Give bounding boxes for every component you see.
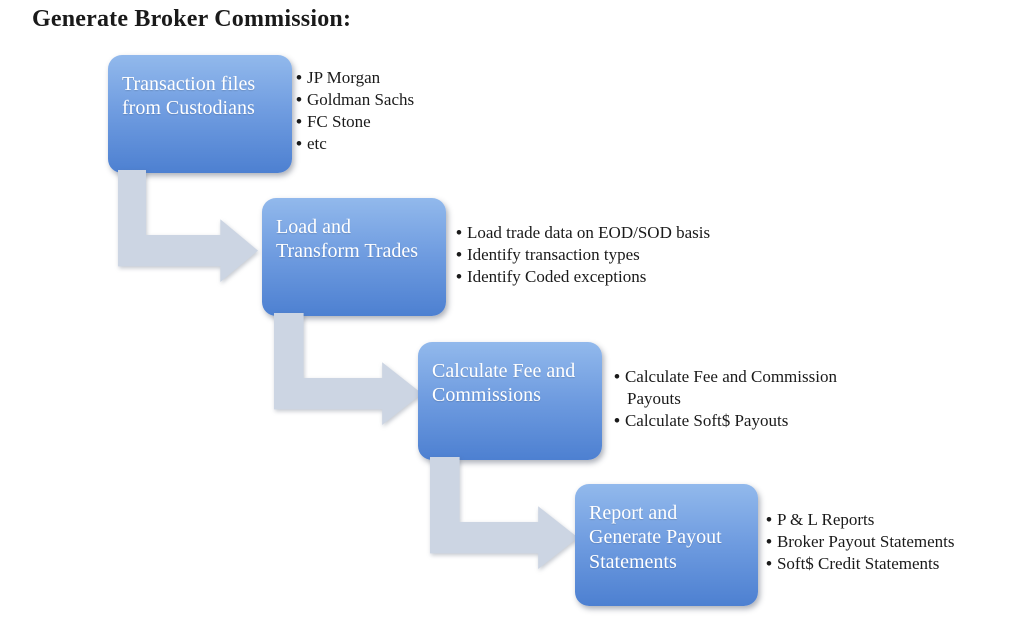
bullet-item: P & L Reports	[766, 509, 1011, 531]
arrow-step3-to-step4-icon	[430, 457, 578, 569]
bullet-item: Calculate Soft$ Payouts	[614, 410, 870, 432]
step-bullets-transaction-files: JP Morgan Goldman Sachs FC Stone etc	[296, 67, 526, 155]
step-box-calculate-fee-commissions: Calculate Fee and Commissions	[418, 342, 602, 460]
step-box-label: Report and Generate Payout Statements	[589, 502, 722, 573]
step-box-label: Load and Transform Trades	[276, 216, 419, 263]
step-box-report-generate-payout: Report and Generate Payout Statements	[575, 484, 758, 606]
step-bullets-report-generate-payout: P & L Reports Broker Payout Statements S…	[766, 509, 1011, 575]
bullet-item: Identify Coded exceptions	[456, 266, 756, 288]
bullet-item: etc	[296, 133, 526, 155]
step-box-label: Transaction files from Custodians	[122, 73, 256, 120]
step-box-label: Calculate Fee and Commissions	[432, 360, 576, 407]
step-box-load-transform-trades: Load and Transform Trades	[262, 198, 446, 316]
bullet-item: Calculate Fee and Commission Payouts	[614, 366, 870, 410]
bullet-item: Goldman Sachs	[296, 89, 526, 111]
step-box-transaction-files: Transaction files from Custodians	[108, 55, 292, 173]
bullet-item: Soft$ Credit Statements	[766, 553, 1011, 575]
arrow-step2-to-step3-icon	[274, 313, 422, 425]
diagram-title: Generate Broker Commission:	[32, 6, 352, 32]
step-bullets-calculate-fee-commissions: Calculate Fee and Commission Payouts Cal…	[614, 366, 870, 432]
bullet-item: Load trade data on EOD/SOD basis	[456, 222, 756, 244]
arrow-step1-to-step2-icon	[118, 170, 258, 282]
bullet-item: FC Stone	[296, 111, 526, 133]
bullet-item: Identify transaction types	[456, 244, 756, 266]
bullet-item: Broker Payout Statements	[766, 531, 1011, 553]
step-bullets-load-transform-trades: Load trade data on EOD/SOD basis Identif…	[456, 222, 756, 288]
bullet-item: JP Morgan	[296, 67, 526, 89]
